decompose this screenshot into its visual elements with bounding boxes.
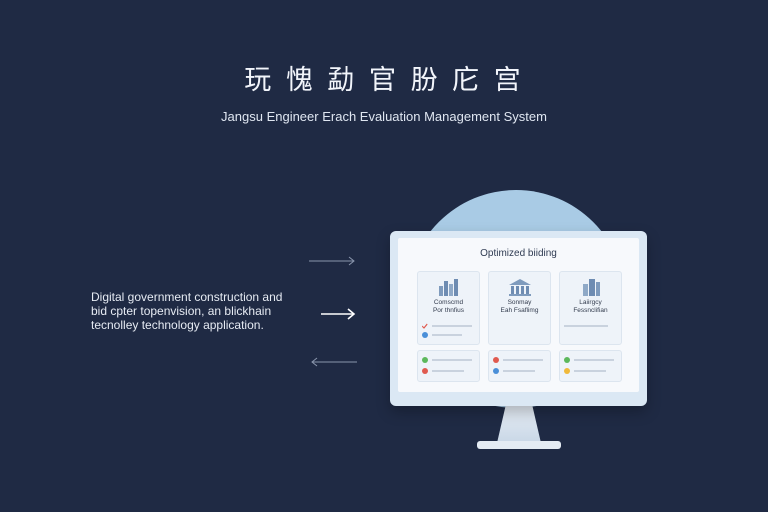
status-dot-blue: [493, 368, 499, 374]
status-row: [564, 357, 618, 364]
placeholder-bar: [432, 359, 472, 361]
card-1-row-1: [422, 323, 476, 330]
city-buildings-icon: [437, 278, 461, 296]
status-row: [564, 368, 618, 375]
description-line-1: Digital government construction and: [91, 290, 283, 304]
status-dot: [422, 332, 428, 338]
card-2-label-line-1: Sonmay: [507, 299, 532, 306]
placeholder-bar: [574, 370, 606, 372]
status-row: [422, 368, 476, 375]
feature-card-2[interactable]: Sonmay Eah Fsaflimg: [488, 271, 551, 345]
status-dot-red: [493, 357, 499, 363]
page-title: 玩 愧 勐 官 朌 庀 宫: [244, 65, 524, 96]
description-line-3: tecnolley technology application.: [91, 318, 264, 332]
placeholder-bar: [574, 359, 614, 361]
placeholder-bar: [564, 325, 608, 327]
placeholder-bar: [432, 370, 464, 372]
card-1-label: Comscmd Por thnfius: [420, 299, 477, 315]
arrow-right-top-icon: [308, 256, 358, 266]
placeholder-bar: [432, 334, 462, 336]
card-3-label: Laiirgcy Fessnclifian: [562, 299, 619, 315]
monitor: Optimized biiding Comscmd Por thnfius: [390, 231, 647, 406]
placeholder-bar: [503, 359, 543, 361]
check-icon: [422, 323, 428, 329]
description-text: Digital government construction and bid …: [91, 290, 291, 332]
status-dot-green: [422, 357, 428, 363]
card-2-label: Sonmay Eah Fsaflimg: [491, 299, 548, 315]
arrow-right-middle-icon: [320, 308, 358, 320]
status-dot-red: [422, 368, 428, 374]
card-2-label-line-2: Eah Fsaflimg: [500, 307, 539, 314]
status-card-1[interactable]: [417, 350, 480, 382]
card-1-label-line-2: Por thnfius: [432, 307, 465, 314]
description-line-2: bid cpter topenvision, an blickhain: [91, 304, 272, 318]
page-subtitle: Jangsu Engineer Erach Evaluation Managem…: [221, 109, 547, 124]
placeholder-bar: [432, 325, 472, 327]
status-row: [493, 368, 547, 375]
screen-title: Optimized biiding: [480, 248, 557, 259]
feature-card-3[interactable]: Laiirgcy Fessnclifian: [559, 271, 622, 345]
government-building-icon: [508, 278, 532, 296]
feature-card-1[interactable]: Comscmd Por thnfius: [417, 271, 480, 345]
card-1-row-2: [422, 332, 476, 339]
skyscraper-icon: [579, 278, 603, 296]
placeholder-bar: [503, 370, 535, 372]
status-row: [422, 357, 476, 364]
arrow-left-bottom-icon: [308, 357, 358, 367]
monitor-screen: Optimized biiding Comscmd Por thnfius: [398, 238, 639, 392]
status-card-3[interactable]: [559, 350, 622, 382]
monitor-stand-base: [477, 441, 561, 449]
status-row: [493, 357, 547, 364]
status-dot-green: [564, 357, 570, 363]
status-card-2[interactable]: [488, 350, 551, 382]
monitor-stand-neck: [497, 405, 541, 443]
status-dot-yellow: [564, 368, 570, 374]
card-1-label-line-1: Comscmd: [433, 299, 464, 306]
card-3-label-line-1: Laiirgcy: [579, 299, 602, 306]
card-3-label-line-2: Fessnclifian: [573, 307, 608, 314]
card-3-row-1: [564, 323, 618, 330]
